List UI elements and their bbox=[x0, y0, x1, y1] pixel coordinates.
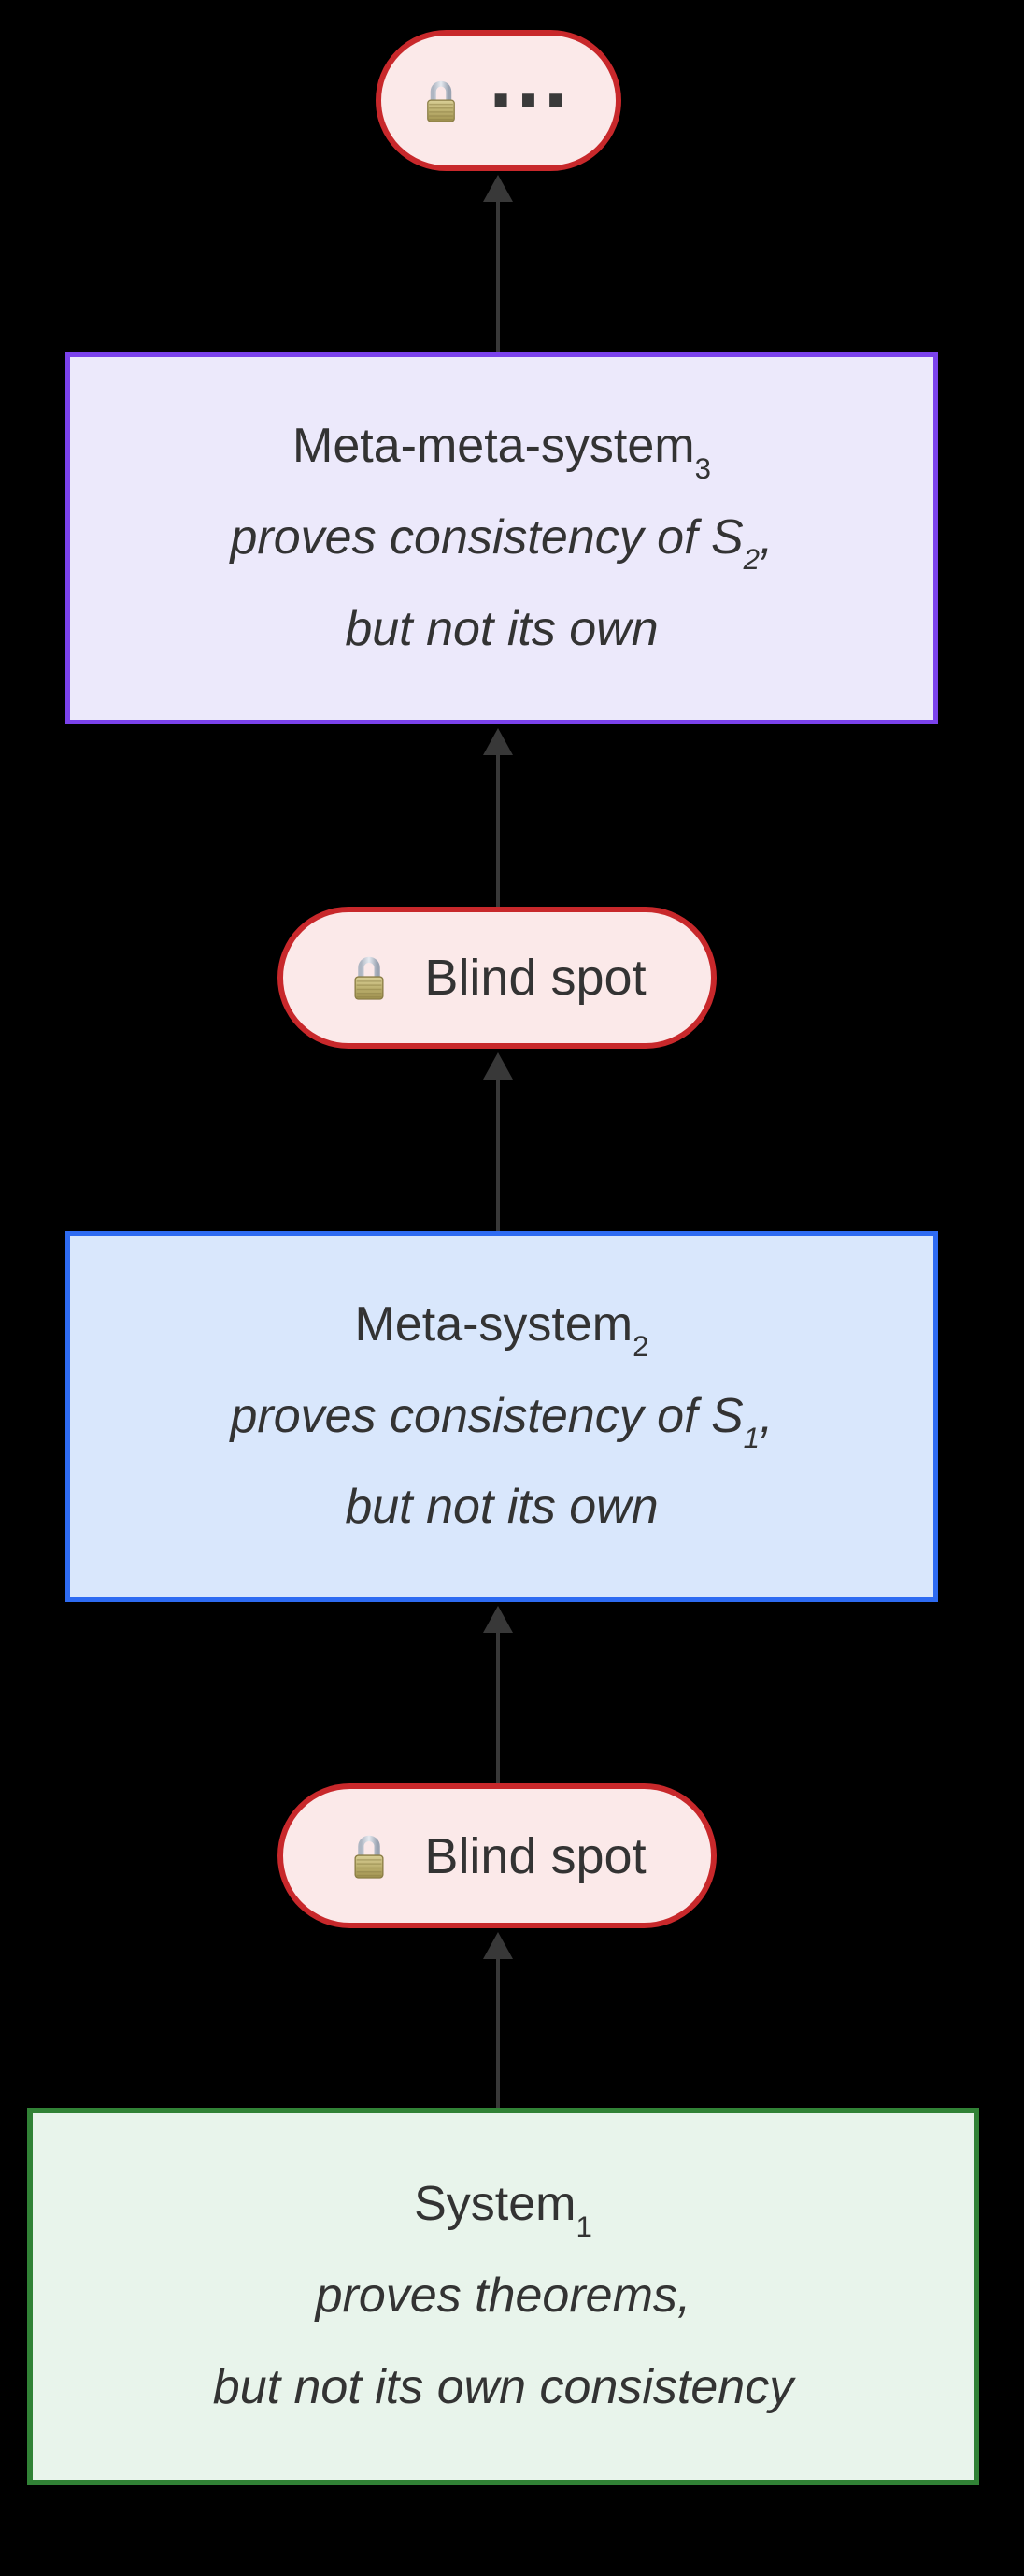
box-line2-text: proves consistency of S bbox=[230, 1388, 744, 1443]
box-title-text: Meta-system bbox=[354, 1296, 633, 1352]
box-line-3: but not its own bbox=[345, 1480, 659, 1535]
lock-icon bbox=[354, 956, 384, 1000]
lock-icon bbox=[426, 80, 455, 122]
arrow-shaft bbox=[496, 1633, 500, 1783]
arrow-up-top bbox=[483, 175, 513, 352]
node-meta-meta-system: Meta-meta-system3 proves consistency of … bbox=[65, 352, 938, 724]
box-line2-subscript: 2 bbox=[743, 543, 761, 577]
node-meta-system: Meta-system2 proves consistency of S1, b… bbox=[65, 1231, 938, 1602]
box-line-3: but not its own consistency bbox=[212, 2359, 794, 2414]
arrowhead-icon bbox=[483, 1606, 513, 1633]
node-system: System1 proves theorems, but not its own… bbox=[27, 2108, 979, 2485]
blind-spot-label: Blind spot bbox=[424, 1827, 647, 1884]
arrow-shaft bbox=[496, 202, 500, 352]
node-blind-spot-lower: Blind spot bbox=[277, 1783, 717, 1928]
box-line-3: but not its own bbox=[345, 601, 659, 656]
arrowhead-icon bbox=[483, 1932, 513, 1959]
arrowhead-icon bbox=[483, 1052, 513, 1080]
arrow-up-4 bbox=[483, 1606, 513, 1783]
box-title-subscript: 3 bbox=[694, 451, 711, 485]
box-line2-subscript: 1 bbox=[743, 1421, 761, 1454]
arrow-up-2 bbox=[483, 728, 513, 907]
arrow-up-3 bbox=[483, 1052, 513, 1231]
arrow-shaft bbox=[496, 1080, 500, 1231]
arrowhead-icon bbox=[483, 175, 513, 202]
box-title-text: Meta-meta-system bbox=[292, 419, 695, 474]
box-line-2: proves consistency of S1, bbox=[231, 1371, 774, 1463]
box-line-2: proves consistency of S2, bbox=[231, 493, 774, 584]
node-blind-spot-upper: Blind spot bbox=[277, 907, 717, 1049]
ellipsis-label: … bbox=[485, 29, 577, 125]
box-title-subscript: 1 bbox=[576, 2210, 592, 2243]
lock-icon bbox=[354, 1835, 384, 1879]
node-ellipsis-pill: … bbox=[376, 30, 621, 171]
blind-spot-label: Blind spot bbox=[424, 950, 647, 1006]
box-title: Meta-meta-system3 bbox=[292, 401, 711, 493]
box-line2-comma: , bbox=[760, 1388, 774, 1443]
box-title: Meta-system2 bbox=[355, 1280, 649, 1371]
arrowhead-icon bbox=[483, 728, 513, 755]
box-line2-text: proves consistency of S bbox=[230, 510, 744, 565]
arrow-up-5 bbox=[483, 1932, 513, 2108]
arrow-shaft bbox=[496, 1959, 500, 2108]
box-title-subscript: 2 bbox=[633, 1330, 649, 1364]
box-title-text: System bbox=[414, 2177, 576, 2232]
arrow-shaft bbox=[496, 755, 500, 907]
box-line-2: proves theorems, bbox=[315, 2268, 691, 2324]
box-title: System1 bbox=[414, 2159, 592, 2251]
box-line2-comma: , bbox=[760, 510, 774, 565]
